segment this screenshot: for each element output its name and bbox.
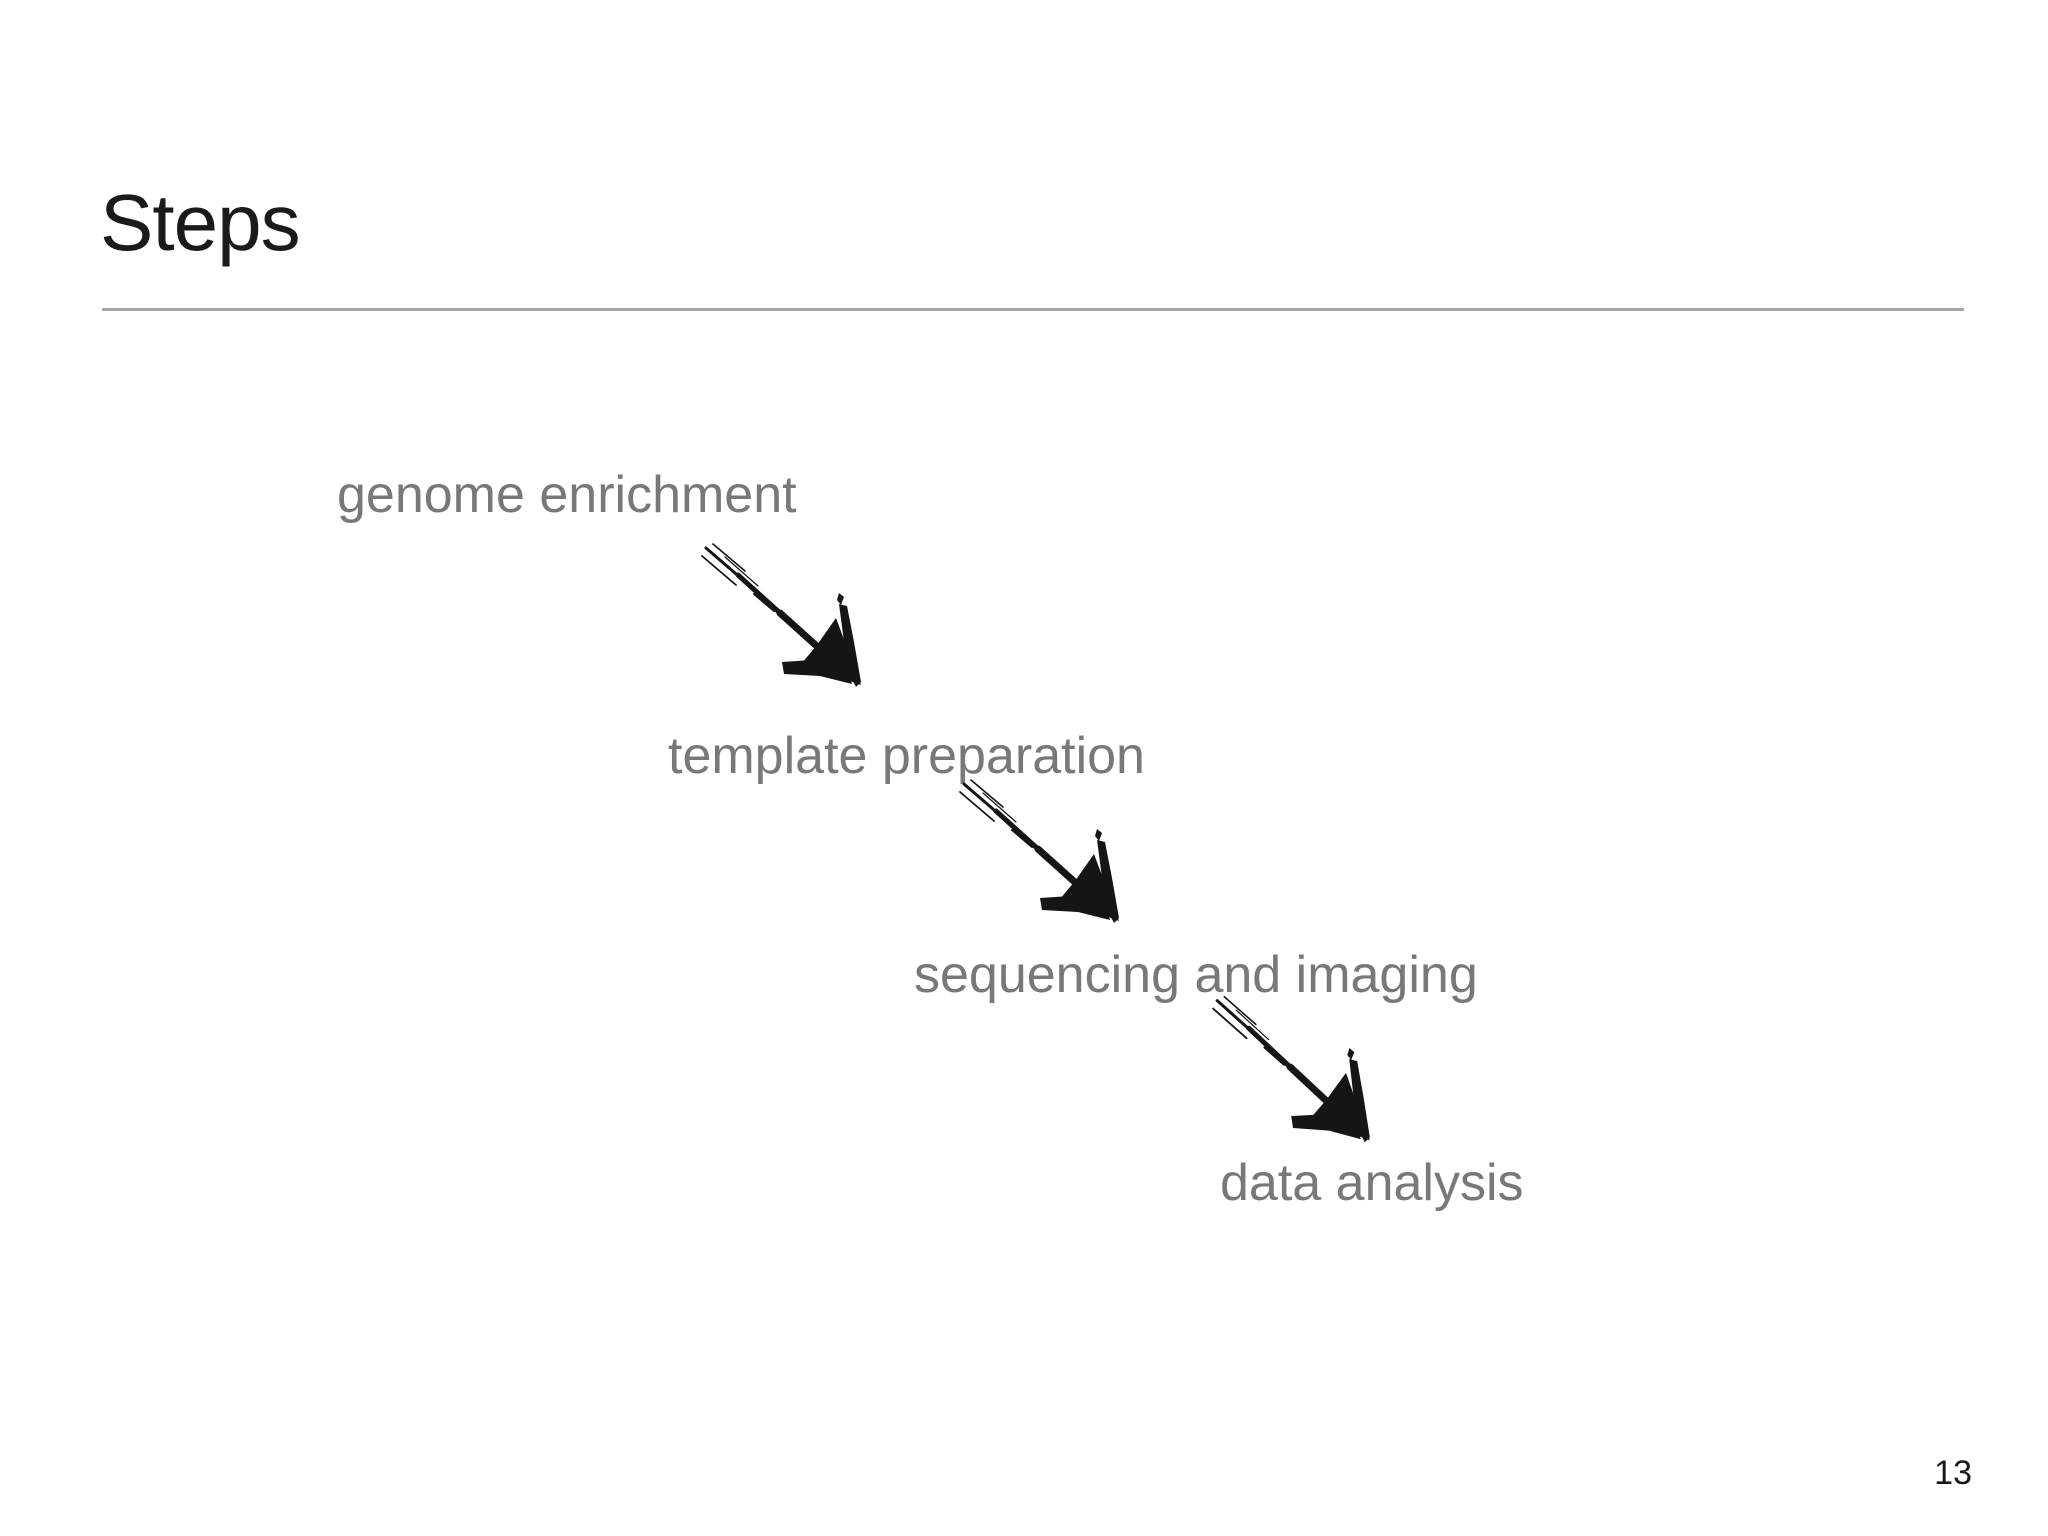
page-number: 13 <box>1934 1454 1972 1492</box>
step-label-template-preparation: template preparation <box>668 727 1145 785</box>
step-label-sequencing-and-imaging: sequencing and imaging <box>914 946 1478 1004</box>
sketch-arrow-icon <box>1207 995 1380 1148</box>
slide-title: Steps <box>100 178 301 267</box>
title-divider-rule <box>102 308 1964 311</box>
sketch-arrow-icon <box>956 778 1126 928</box>
sketch-arrow-icon <box>698 542 868 692</box>
step-label-data-analysis: data analysis <box>1220 1154 1524 1212</box>
step-label-genome-enrichment: genome enrichment <box>337 466 797 524</box>
